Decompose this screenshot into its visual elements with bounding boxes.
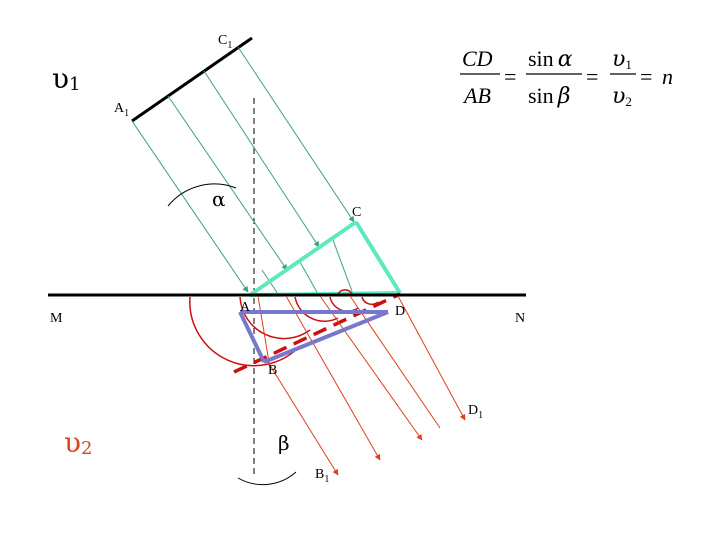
incident-triangle <box>248 220 402 297</box>
refracted-ray <box>267 361 339 476</box>
label-C1: C1 <box>218 33 232 51</box>
incident-ray <box>167 95 288 271</box>
incident-ray <box>131 120 249 293</box>
label-B1: B1 <box>315 467 329 485</box>
refracted-rays <box>257 295 466 476</box>
incident-ray <box>203 70 320 248</box>
formula-v1: υ1 <box>612 47 632 72</box>
label-C: C <box>352 205 361 220</box>
label-B: B <box>268 363 277 378</box>
refracted-triangle <box>238 310 389 364</box>
formula-eq3: = <box>640 64 652 89</box>
incident-ray <box>332 239 354 295</box>
label-M: M <box>50 311 63 326</box>
incident-rays <box>131 46 355 295</box>
medium2-velocity-label: υ2 <box>64 426 92 459</box>
label-A1: A1 <box>114 101 129 119</box>
beta-label: β <box>278 431 290 455</box>
refracted-ray <box>285 295 381 461</box>
huygens-wavelets <box>189 289 379 367</box>
formula-n: n <box>662 64 673 89</box>
alpha-label: α <box>212 187 226 211</box>
refracted-ray <box>257 295 271 369</box>
label-N: N <box>515 311 525 326</box>
refracted-ray <box>349 295 441 429</box>
incident-ray <box>237 46 355 223</box>
label-A: A <box>240 300 251 315</box>
formula-cd: CD <box>462 46 493 71</box>
formula-v2: υ2 <box>612 84 632 109</box>
incident-ray <box>299 261 319 295</box>
refracted-ray <box>319 295 423 441</box>
formula-eq1: = <box>504 64 516 89</box>
label-D1: D1 <box>468 403 483 421</box>
medium1-velocity-label: υ1 <box>52 62 80 95</box>
formula-ab: AB <box>462 83 491 108</box>
refracted-ray <box>397 295 466 421</box>
beta-angle-arc <box>237 471 297 486</box>
formula-eq2: = <box>586 64 598 89</box>
incident-wavefront <box>131 36 253 123</box>
label-D: D <box>395 304 405 319</box>
alpha-angle-arc <box>167 183 237 207</box>
